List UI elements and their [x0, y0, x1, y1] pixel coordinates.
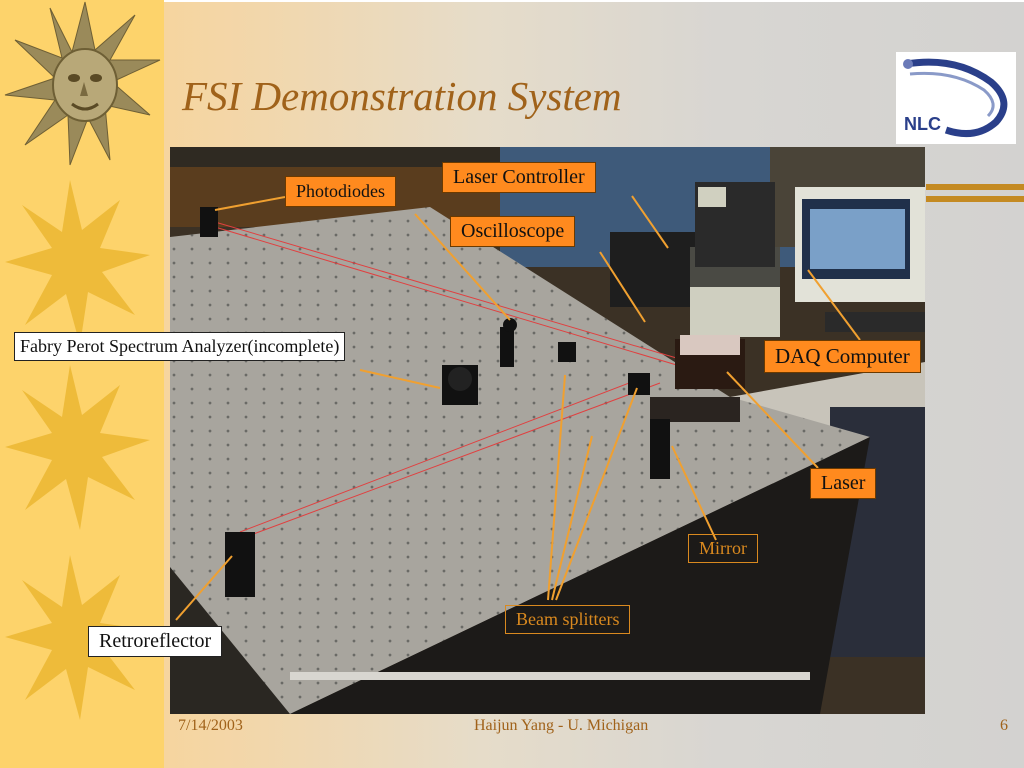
callout-mirror-label: Mirror: [699, 538, 747, 558]
callout-fabry-perot-label: Fabry Perot Spectrum Analyzer(incomplete…: [20, 336, 340, 356]
sun-face-icon: [4, 1, 161, 166]
callout-photodiodes: Photodiodes: [285, 176, 397, 207]
callout-laser-controller-label: Laser Controller: [453, 166, 585, 188]
callout-oscilloscope: Oscilloscope: [450, 216, 576, 247]
top-border-line: [164, 0, 1024, 2]
callout-beam-splitters: Beam splitters: [505, 605, 631, 634]
callout-photodiodes-label: Photodiodes: [296, 181, 386, 201]
callout-oscilloscope-label: Oscilloscope: [461, 220, 565, 242]
logo-text: NLC: [904, 114, 941, 134]
gold-rule-upper: [926, 184, 1024, 190]
callout-beam-splitters-label: Beam splitters: [516, 609, 620, 629]
sun-shape-icon: [5, 180, 150, 720]
footer-date: 7/14/2003: [178, 717, 243, 734]
callout-laser: Laser: [810, 468, 877, 499]
callout-mirror: Mirror: [688, 534, 758, 563]
callout-retroreflector: Retroreflector: [88, 626, 223, 657]
callout-retroreflector-label: Retroreflector: [99, 630, 212, 652]
callout-daq-computer: DAQ Computer: [764, 340, 921, 373]
callout-daq-computer-label: DAQ Computer: [775, 344, 910, 368]
callout-laser-label: Laser: [821, 472, 866, 494]
slide-title: FSI Demonstration System: [182, 73, 622, 119]
nlc-logo: NLC: [896, 52, 1016, 144]
gold-rule-lower: [926, 196, 1024, 202]
callout-fabry-perot: Fabry Perot Spectrum Analyzer(incomplete…: [14, 332, 346, 361]
footer-page-number: 6: [1000, 717, 1008, 734]
callout-laser-controller: Laser Controller: [442, 162, 596, 193]
decorative-side-band: [0, 0, 164, 768]
footer-author: Haijun Yang - U. Michigan: [474, 717, 649, 734]
